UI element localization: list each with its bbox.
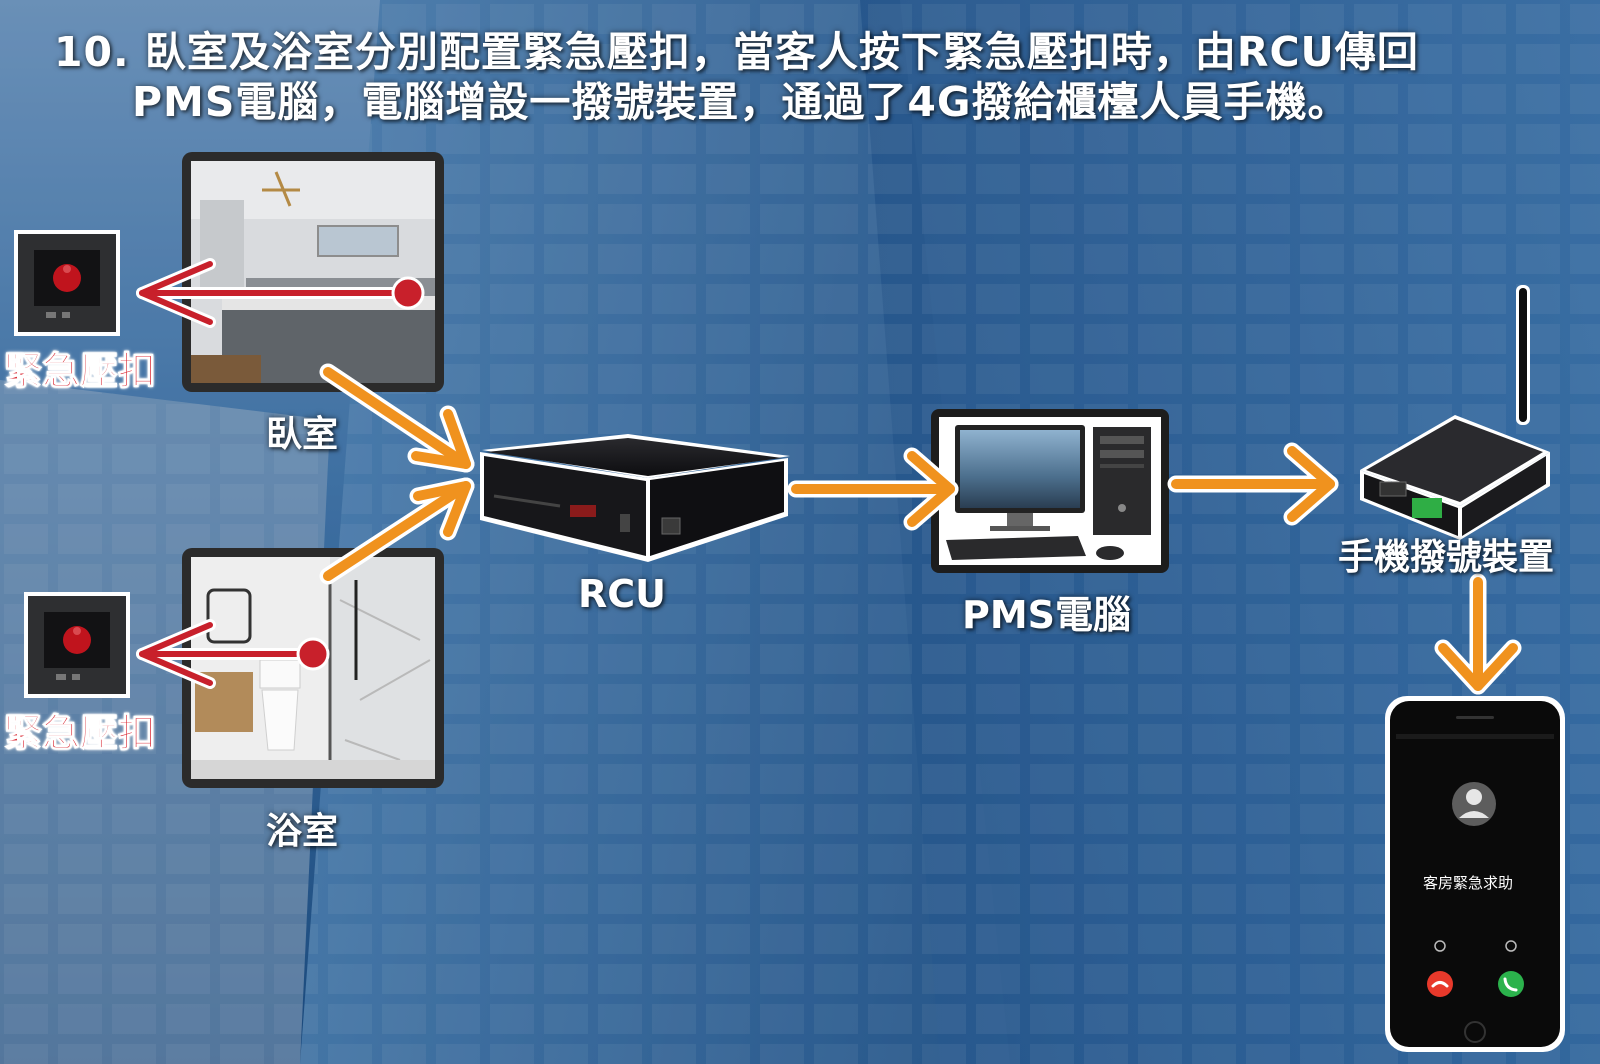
dialer-label: 手機撥號裝置: [1338, 537, 1555, 578]
title-line-2: PMS電腦，電腦增設一撥號裝置，通過了4G撥給櫃檯人員手機。: [132, 78, 1350, 126]
pms-label: PMS電腦: [962, 593, 1132, 637]
emergency-button-icon: [24, 592, 130, 698]
alarm-arrow: [136, 619, 330, 689]
bedroom-photo: [182, 152, 444, 392]
flow-arrow-bedroom-rcu: [323, 367, 471, 469]
message-icon[interactable]: [1434, 940, 1446, 952]
alarm-arrow: [136, 258, 425, 328]
emergency-button-label-bottom: 緊急壓扣: [3, 711, 157, 756]
title-line-1: 10. 臥室及浴室分別配置緊急壓扣，當客人按下緊急壓扣時，由RCU傳回: [54, 28, 1419, 76]
bathroom-label: 浴室: [266, 811, 339, 852]
rcu-box-icon: [480, 434, 790, 562]
emergency-button-label-top: 緊急壓扣: [3, 349, 157, 394]
decline-call-icon[interactable]: [1427, 971, 1453, 997]
rcu-label: RCU: [578, 572, 667, 616]
accept-call-icon[interactable]: [1498, 971, 1524, 997]
emergency-button-icon: [14, 230, 120, 336]
desktop-computer-icon: [931, 409, 1169, 573]
caller-text: 客房緊急求助: [1423, 874, 1514, 892]
flow-arrow-bathroom-rcu: [323, 481, 471, 581]
alarm-clock-icon[interactable]: [1505, 940, 1517, 952]
4g-modem-icon: [1360, 285, 1550, 540]
avatar-icon: [1452, 782, 1496, 826]
smartphone-icon: [1385, 696, 1565, 1052]
bedroom-label: 臥室: [266, 414, 339, 455]
